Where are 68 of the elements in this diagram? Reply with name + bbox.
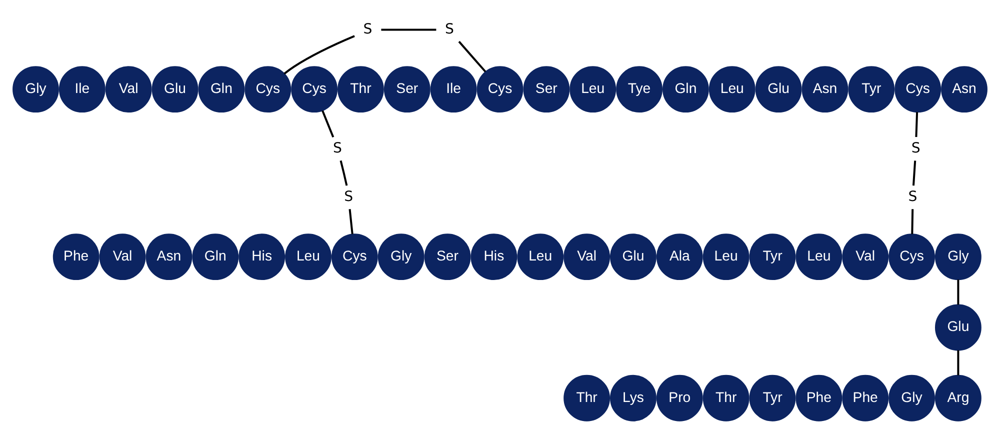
node-circle: Gln bbox=[192, 234, 238, 280]
node-circle: Cys bbox=[244, 66, 291, 113]
node-circle: Ser bbox=[383, 66, 430, 113]
node-circle: Glu bbox=[934, 304, 981, 351]
node-circle: Val bbox=[104, 66, 152, 113]
node-circle: Thr bbox=[563, 374, 610, 422]
node-circle: Asn bbox=[801, 66, 848, 113]
node-circle: Cys bbox=[894, 66, 941, 113]
node-circle: His bbox=[470, 234, 517, 280]
node-circle: Asn bbox=[940, 66, 987, 113]
node-circle: Tyr bbox=[848, 66, 894, 113]
connector bbox=[348, 209, 353, 234]
node-circle: Val bbox=[563, 234, 610, 280]
node-circle: Phe bbox=[52, 234, 99, 280]
node-circle: Ala bbox=[656, 234, 702, 280]
node-circle: Gly bbox=[888, 374, 934, 422]
node-circle: Arg bbox=[934, 374, 981, 422]
node-circle: Pro bbox=[656, 374, 702, 422]
node-circle: Ile bbox=[430, 66, 476, 113]
node-circle: Gln bbox=[198, 66, 244, 113]
node-circle: Phe bbox=[795, 374, 842, 422]
node-circle: Tyr bbox=[748, 234, 796, 280]
connector bbox=[912, 160, 916, 186]
node-circle: Phe bbox=[842, 374, 888, 422]
node-circle: Cys bbox=[330, 234, 378, 280]
node-circle: Ser bbox=[424, 234, 470, 280]
connector bbox=[910, 209, 914, 234]
node-circle: Ile bbox=[58, 66, 105, 113]
node-circle: Val bbox=[98, 234, 146, 280]
connector bbox=[956, 280, 959, 305]
node-circle: Cys bbox=[290, 66, 337, 113]
node-circle: Val bbox=[842, 234, 888, 280]
node-text: S bbox=[344, 189, 353, 206]
node-circle: Glu bbox=[151, 66, 198, 113]
connector bbox=[321, 110, 334, 138]
node-text: S bbox=[362, 21, 372, 38]
connector bbox=[380, 28, 436, 31]
node-circle: Cys bbox=[888, 234, 934, 280]
node-circle: Tye bbox=[616, 66, 662, 113]
node-text: S bbox=[910, 140, 920, 157]
node-circle: Tyr bbox=[748, 374, 796, 422]
node-circle: Gln bbox=[662, 66, 708, 113]
node-text: S bbox=[332, 140, 342, 157]
connector bbox=[283, 35, 354, 74]
node-circle: Leu bbox=[516, 234, 564, 280]
node-circle: His bbox=[238, 234, 285, 280]
node-circle: Glu bbox=[610, 234, 656, 280]
node-circle: Thr bbox=[702, 374, 749, 422]
node-circle: Leu bbox=[284, 234, 331, 280]
node-text: S bbox=[908, 189, 917, 206]
node-circle: Gly bbox=[377, 234, 424, 280]
connector bbox=[339, 160, 348, 186]
node-circle: Thr bbox=[337, 66, 384, 113]
node-circle: Leu bbox=[795, 234, 842, 280]
node-circle: Gly bbox=[12, 66, 58, 113]
node-text: S bbox=[444, 21, 454, 38]
connector bbox=[914, 112, 918, 138]
node-circle: Glu bbox=[754, 66, 802, 113]
node-circle: Asn bbox=[145, 234, 192, 280]
connector bbox=[458, 40, 486, 72]
node-circle: Leu bbox=[702, 234, 749, 280]
node-circle: Ser bbox=[522, 66, 570, 113]
connector bbox=[956, 350, 959, 376]
node-circle: Lys bbox=[610, 374, 656, 422]
node-circle: Gly bbox=[934, 234, 981, 280]
node-circle: Cys bbox=[476, 66, 523, 113]
node-circle: Leu bbox=[708, 66, 755, 113]
node-circle: Leu bbox=[569, 66, 616, 113]
